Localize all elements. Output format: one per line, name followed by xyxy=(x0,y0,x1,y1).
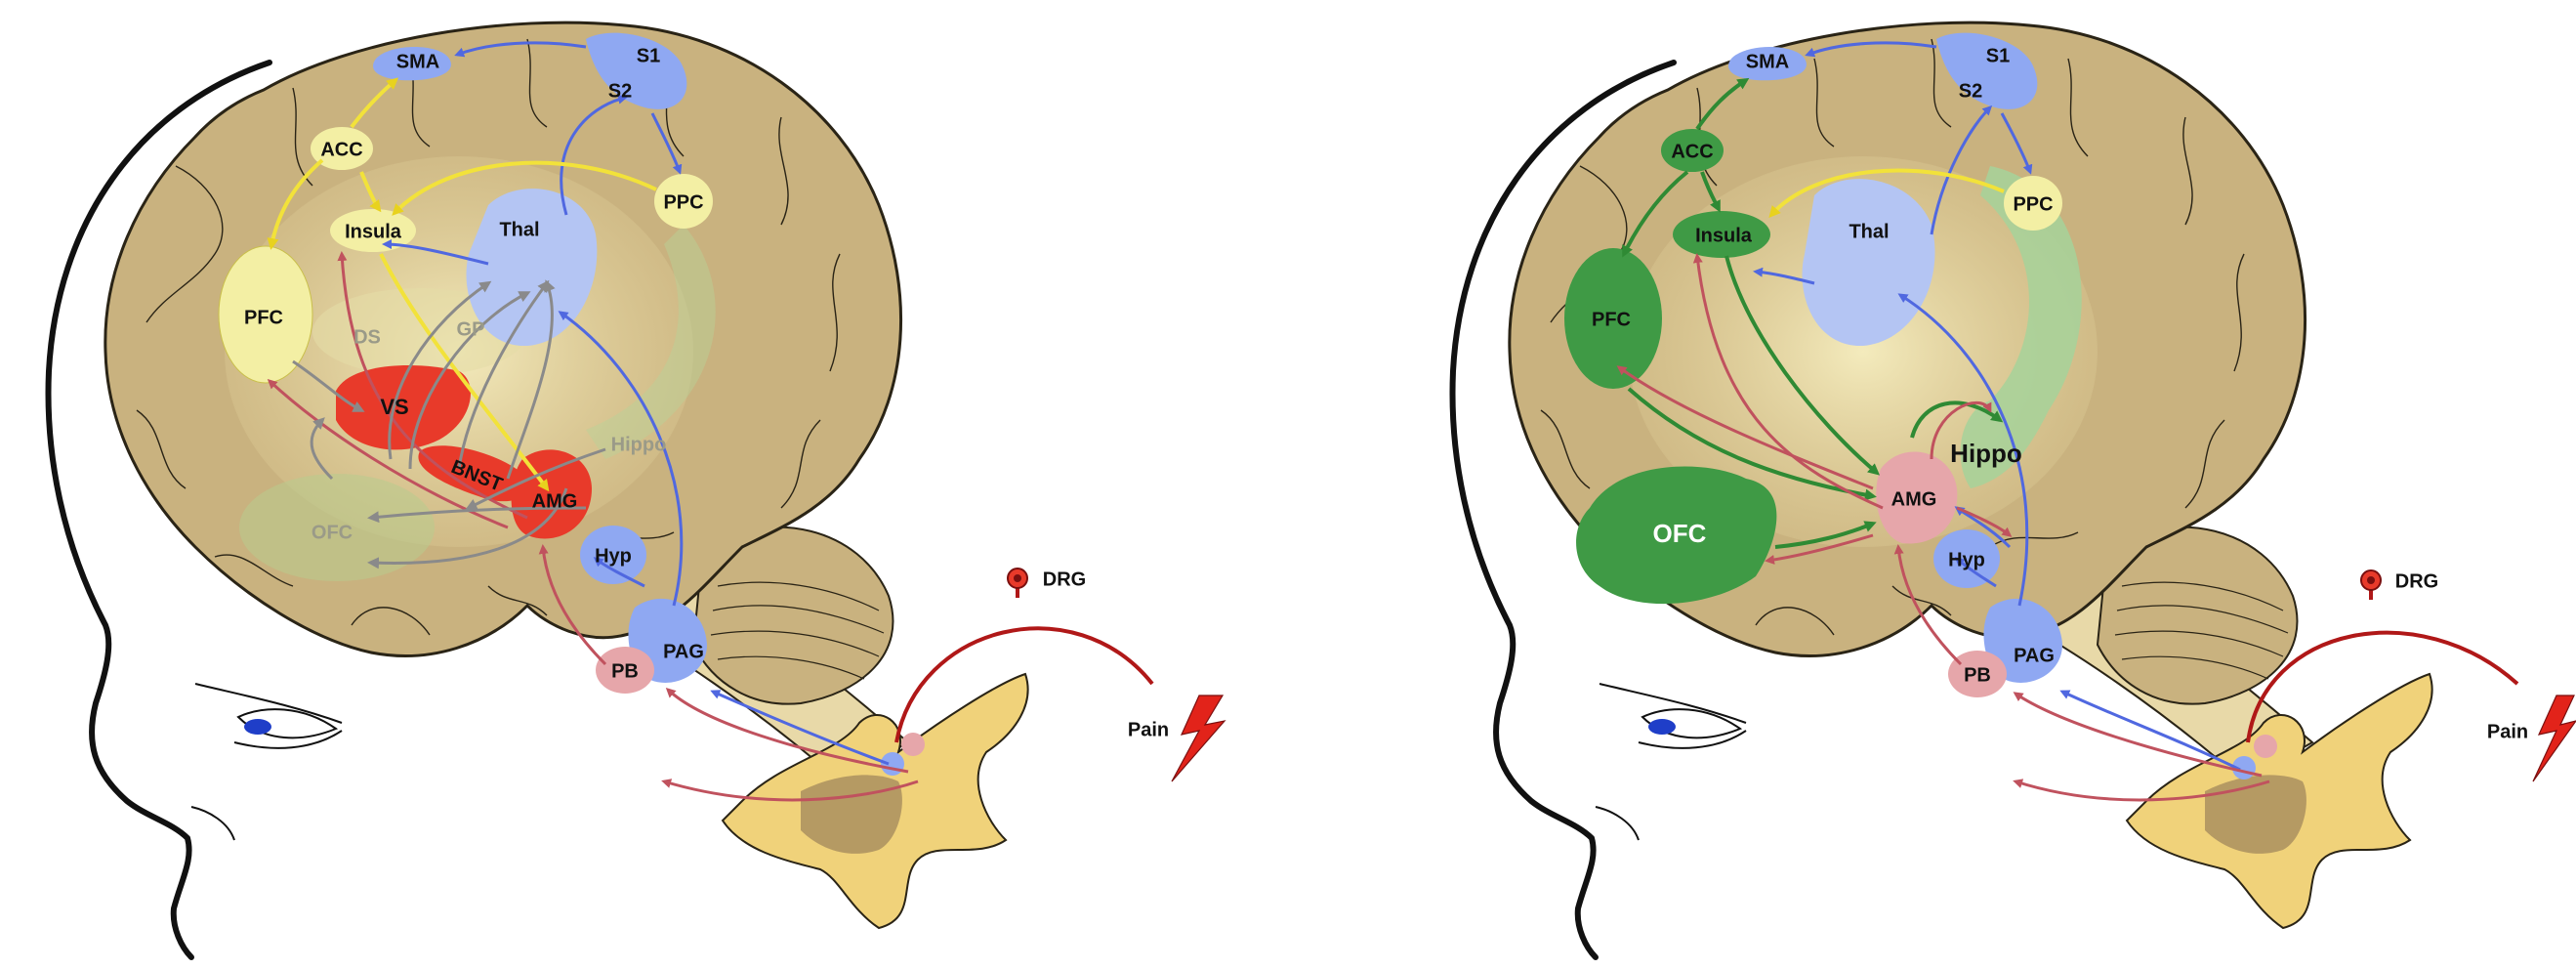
label-pb: PB xyxy=(1964,664,1991,686)
label-gp: GP xyxy=(457,318,485,340)
nose-line xyxy=(191,807,234,840)
label-sma: SMA xyxy=(1746,51,1789,72)
label-hyp: Hyp xyxy=(1948,549,1985,570)
right-panel: SMA S1 S2 ACC PPC Insula Thal PFC Hippo … xyxy=(1452,22,2576,957)
label-s1: S1 xyxy=(637,45,660,66)
label-amg: AMG xyxy=(532,490,578,512)
drg-ganglion-core xyxy=(1014,574,1021,582)
label-vs: VS xyxy=(380,395,408,419)
eye-icon xyxy=(1600,684,1746,748)
label-thal: Thal xyxy=(499,219,539,240)
gray-matter xyxy=(801,775,902,853)
label-acc: ACC xyxy=(320,139,362,160)
label-pb: PB xyxy=(611,660,639,682)
label-drg: DRG xyxy=(1043,569,1086,590)
label-pag: PAG xyxy=(663,641,704,662)
label-s1: S1 xyxy=(1986,45,2010,66)
label-ofc: OFC xyxy=(312,522,353,543)
label-ofc: OFC xyxy=(1653,519,1707,548)
label-thal: Thal xyxy=(1849,221,1889,242)
nose-line xyxy=(1596,807,1639,840)
label-hyp: Hyp xyxy=(595,545,632,567)
label-hippo: Hippo xyxy=(611,434,667,455)
label-s2: S2 xyxy=(608,80,632,102)
label-s2: S2 xyxy=(1959,80,1982,102)
label-ppc: PPC xyxy=(2013,193,2053,215)
label-drg: DRG xyxy=(2395,570,2438,592)
label-insula: Insula xyxy=(1695,225,1753,246)
dorsal-horn-neuron-pink xyxy=(901,733,925,756)
pain-lightning-icon xyxy=(2533,695,2576,781)
label-pfc: PFC xyxy=(244,307,283,328)
label-ds: DS xyxy=(353,326,381,348)
left-panel: SMA S1 S2 ACC PPC Insula Thal PFC DS GP … xyxy=(48,22,1225,957)
pain-lightning-icon xyxy=(1172,695,1225,781)
label-hippo: Hippo xyxy=(1950,439,2022,468)
label-pain: Pain xyxy=(1128,719,1169,740)
label-insula: Insula xyxy=(345,221,402,242)
dorsal-horn-neuron-pink xyxy=(2254,735,2277,758)
label-acc: ACC xyxy=(1671,141,1713,162)
label-pag: PAG xyxy=(2014,645,2055,666)
label-amg: AMG xyxy=(1891,488,1937,510)
label-pain: Pain xyxy=(2487,721,2528,742)
dorsal-horn-neuron-blue xyxy=(881,752,904,776)
label-pfc: PFC xyxy=(1592,309,1631,330)
label-sma: SMA xyxy=(396,51,439,72)
eye-icon xyxy=(195,684,342,748)
drg-ganglion-core xyxy=(2367,576,2375,584)
label-ppc: PPC xyxy=(663,191,703,213)
